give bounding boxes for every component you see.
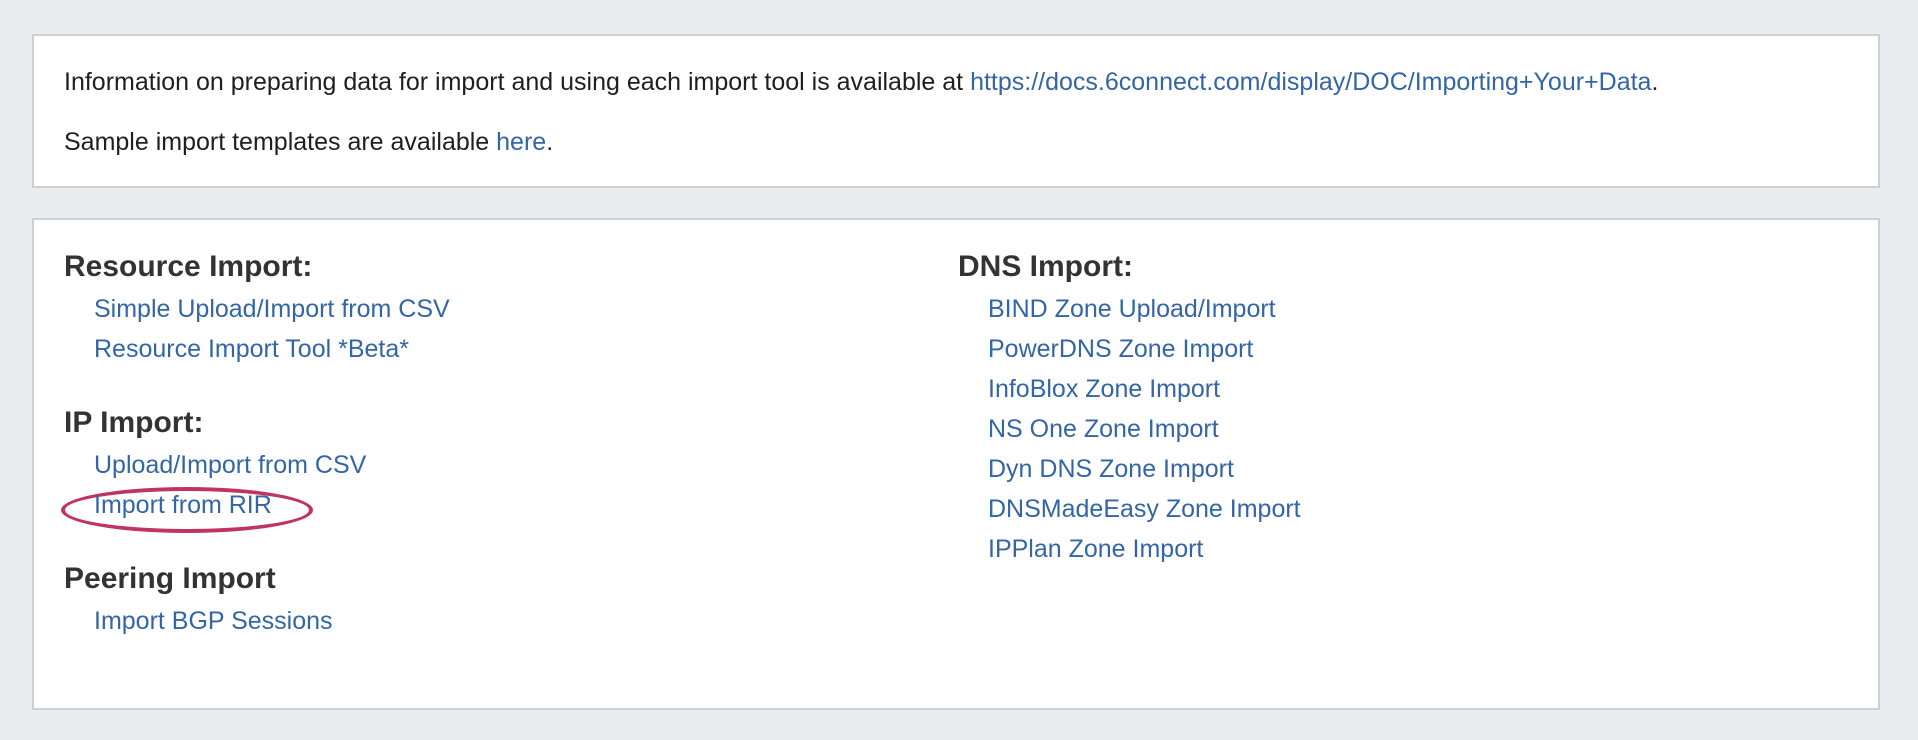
sample-templates-text: Sample import templates are available he… bbox=[64, 127, 553, 157]
resource-import-tool-link[interactable]: Resource Import Tool *Beta* bbox=[94, 335, 409, 363]
bind-zone-import-link[interactable]: BIND Zone Upload/Import bbox=[988, 295, 1276, 323]
sample-templates-link[interactable]: here bbox=[496, 128, 547, 156]
import-info-suffix: . bbox=[1651, 68, 1659, 96]
dnsmadeeasy-zone-import-link[interactable]: DNSMadeEasy Zone Import bbox=[988, 495, 1301, 523]
ipplan-zone-import-link[interactable]: IPPlan Zone Import bbox=[988, 535, 1204, 563]
ip-upload-csv-link[interactable]: Upload/Import from CSV bbox=[94, 451, 367, 479]
peering-import-heading: Peering Import bbox=[64, 562, 276, 595]
infoblox-zone-import-link[interactable]: InfoBlox Zone Import bbox=[988, 375, 1221, 403]
import-info-prefix: Information on preparing data for import… bbox=[64, 68, 971, 96]
simple-upload-csv-link[interactable]: Simple Upload/Import from CSV bbox=[94, 295, 450, 323]
powerdns-zone-import-link[interactable]: PowerDNS Zone Import bbox=[988, 335, 1254, 363]
resource-import-heading: Resource Import: bbox=[64, 250, 313, 283]
sample-templates-prefix: Sample import templates are available bbox=[64, 128, 497, 156]
dns-import-heading: DNS Import: bbox=[958, 250, 1133, 283]
import-tools-panel: Resource Import: Simple Upload/Import fr… bbox=[32, 218, 1880, 710]
dyn-dns-zone-import-link[interactable]: Dyn DNS Zone Import bbox=[988, 455, 1234, 483]
ip-import-heading: IP Import: bbox=[64, 406, 204, 439]
import-from-rir-link[interactable]: Import from RIR bbox=[94, 491, 272, 519]
import-bgp-sessions-link[interactable]: Import BGP Sessions bbox=[94, 607, 333, 635]
ns-one-zone-import-link[interactable]: NS One Zone Import bbox=[988, 415, 1219, 443]
sample-templates-suffix: . bbox=[546, 128, 554, 156]
import-info-text: Information on preparing data for import… bbox=[64, 67, 1658, 97]
import-info-panel: Information on preparing data for import… bbox=[32, 34, 1880, 188]
docs-link[interactable]: https://docs.6connect.com/display/DOC/Im… bbox=[970, 68, 1652, 96]
